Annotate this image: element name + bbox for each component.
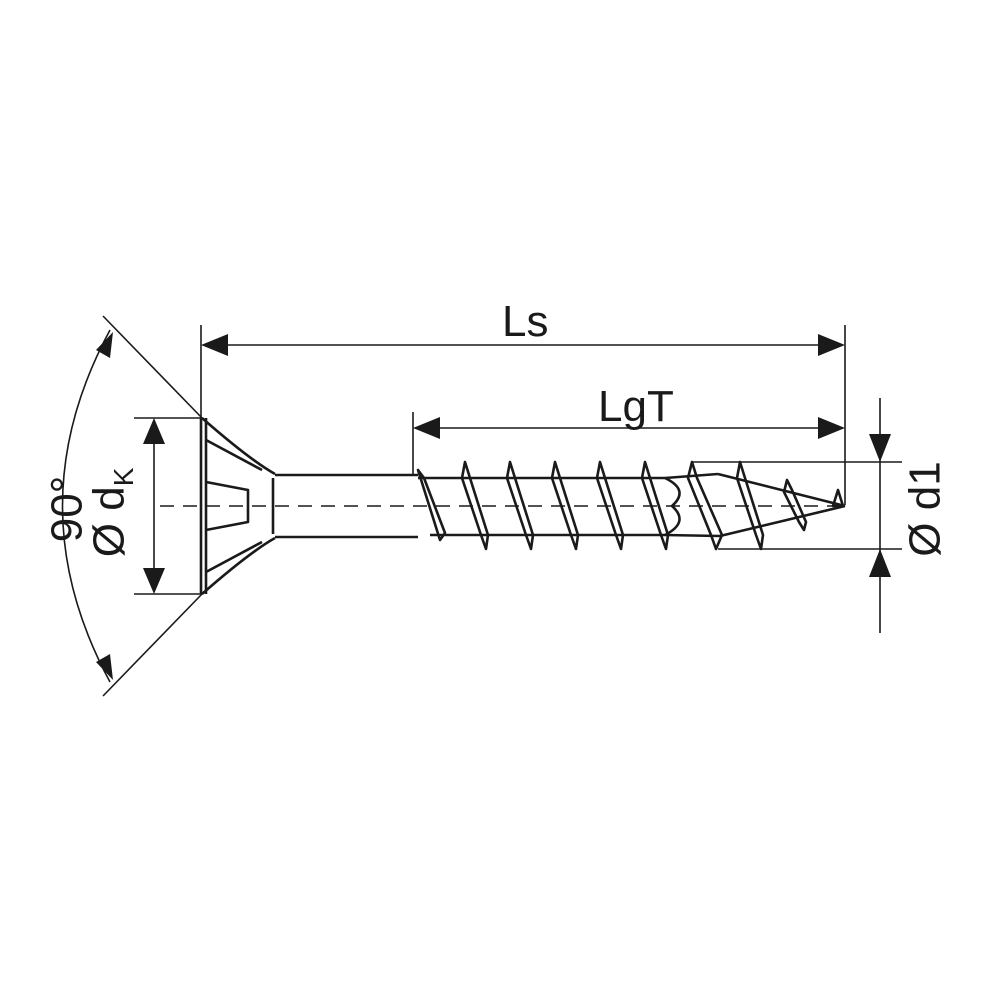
dk-label: Ø dK	[84, 467, 140, 558]
screw-tip	[664, 472, 846, 538]
dk-dimension	[134, 417, 202, 595]
lgt-label: LgT	[598, 382, 674, 431]
angle-dimension	[61, 315, 203, 697]
screw-threads	[416, 460, 808, 551]
dk-symbol: Ø d	[84, 486, 134, 558]
lgt-dimension	[412, 412, 845, 475]
angle-label: 90°	[42, 475, 92, 543]
dk-subscript: K	[108, 467, 140, 487]
ls-label: Ls	[502, 297, 549, 346]
ls-dimension	[200, 325, 846, 505]
screw-shank	[275, 473, 681, 539]
d1-dimension	[692, 398, 902, 633]
d1-label: Ø d1	[900, 461, 950, 557]
